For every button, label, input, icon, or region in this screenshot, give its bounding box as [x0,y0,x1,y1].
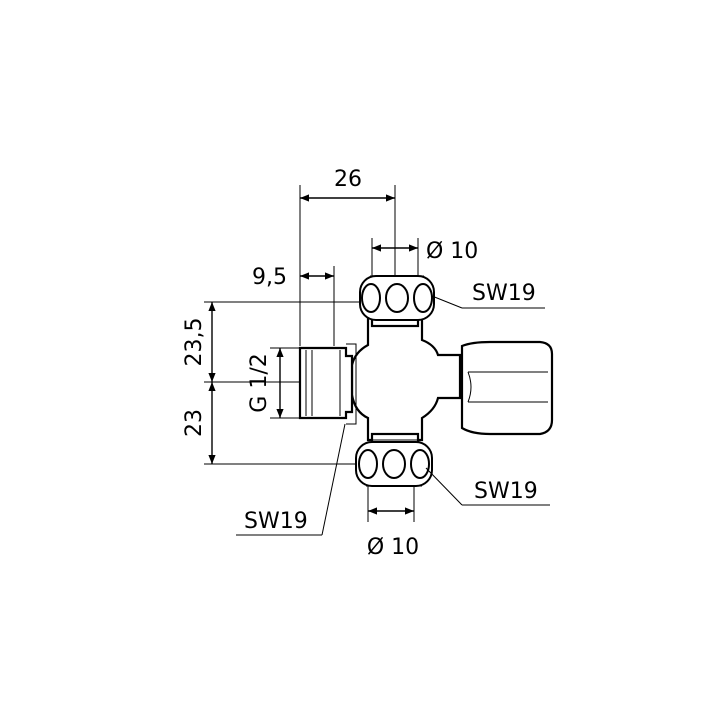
lower-nut [355,441,433,487]
label-bottom-nut: SW19 [474,479,538,504]
dim-thread: G 1/2 [247,353,272,412]
dim-offset: 9,5 [252,265,287,290]
label-left-nut: SW19 [244,509,308,534]
dim-bottom-diameter: Ø 10 [367,535,419,560]
dimension-lines [204,185,550,536]
dim-upper-height: 23,5 [182,318,207,367]
dim-top-width: 26 [334,167,362,192]
thread-inlet [298,343,357,425]
label-top-nut: SW19 [472,281,536,306]
upper-nut [359,275,435,321]
dim-top-diameter: Ø 10 [426,239,478,264]
dim-lower-height: 23 [182,409,207,437]
valve-handle [460,340,554,436]
valve-body [298,310,554,450]
